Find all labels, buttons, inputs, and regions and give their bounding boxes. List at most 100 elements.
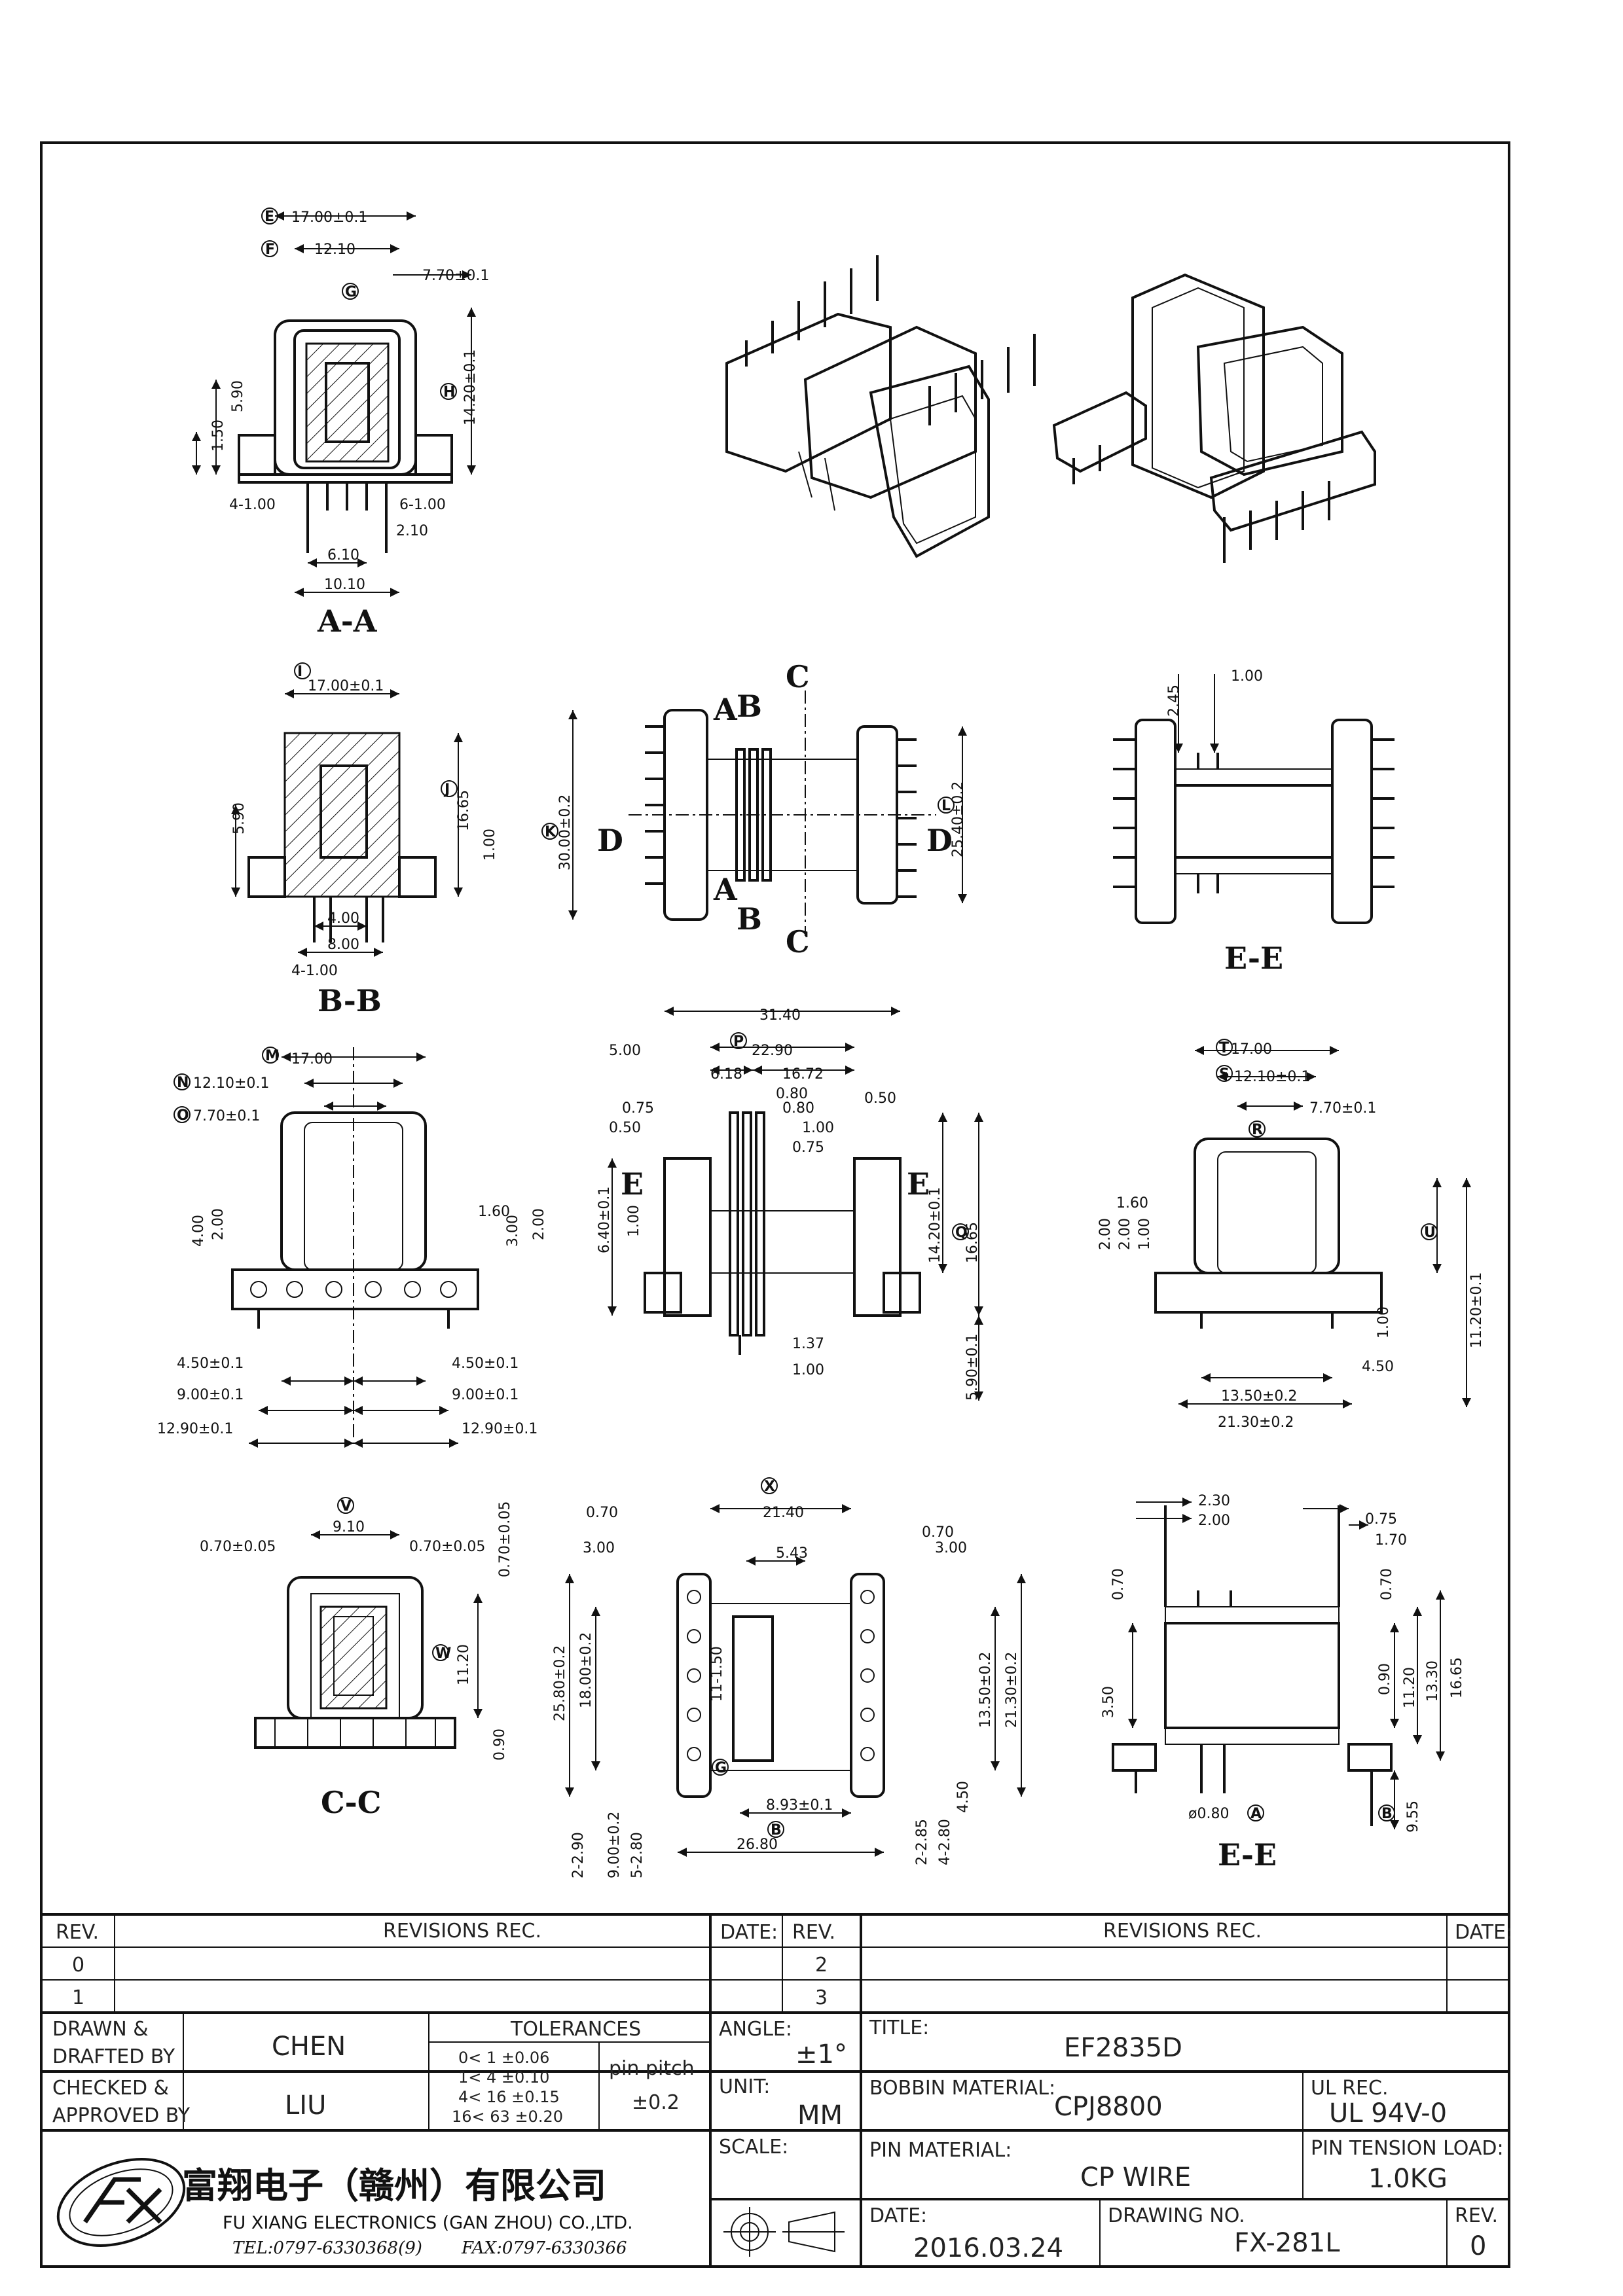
dim-front-10: 9.00±0.1 [177,1387,244,1403]
dim-right-7: 1.00 [1137,1218,1153,1250]
cut-a-top: A [713,692,738,727]
dim-front-8: 2.00 [531,1208,547,1240]
svg-text:H: H [443,384,455,401]
dim-aa-4: 14.20±0.1 [462,350,479,425]
revisions-header-right: REVISIONS REC. [1103,1920,1262,1943]
dim-bottom-11: 21.30±0.2 [1004,1652,1020,1728]
dim-ee2-8: 0.90 [1377,1663,1393,1695]
dim-ee2-7: 3.50 [1101,1686,1117,1718]
rev-header-left: REV. [56,1921,99,1944]
dim-bottom-19: 4-2.80 [937,1819,953,1865]
view-right: T S R U 17.00 12.10±0.1 7.70±0.1 1.60 2.… [1097,1039,1485,1431]
dim-cc-3: 0.70±0.05 [409,1539,485,1555]
dim-bottom-13: 8.93±0.1 [766,1797,833,1814]
dim-aa-1: 17.00±0.1 [291,209,367,226]
dim-right-12: 11.20±0.1 [1468,1272,1485,1348]
svg-text:W: W [435,1645,451,1662]
title-value: EF2835D [1064,2033,1182,2063]
cut-d-left: D [597,823,623,858]
dim-side-3: 22.90 [752,1043,793,1059]
rev-label: REV. [1455,2204,1498,2227]
dim-side-16: 16.65 [964,1222,981,1263]
dim-side-5: 16.72 [782,1066,824,1083]
svg-text:A: A [1250,1806,1262,1822]
company-name-cn: 富翔电子（赣州）有限公司 [182,2165,606,2206]
svg-text:M: M [265,1048,280,1064]
dim-front-4: 1.60 [478,1204,510,1220]
bobbin-label: BOBBIN MATERIAL: [869,2077,1055,2100]
label-cc: C-C [321,1785,381,1820]
drawing-no-value: FX-281L [1234,2228,1340,2258]
dim-right-2: 12.10±0.1 [1234,1069,1310,1085]
pin-pitch-label: pin pitch [609,2057,695,2080]
svg-text:S: S [1219,1066,1230,1083]
dim-ee1-2: 1.00 [1231,668,1263,685]
view-bb: I J 17.00±0.1 16.65 1.00 5.90 4.00 8.00 … [231,662,498,1018]
svg-text:E: E [907,1166,930,1202]
unit-label: UNIT: [719,2075,770,2098]
dim-side-19: 5.90±0.1 [964,1334,981,1401]
svg-text:E: E [621,1166,644,1202]
svg-text:Q: Q [955,1225,968,1241]
dim-bb-2: 16.65 [456,790,472,831]
dim-bottom-15: 2-2.90 [570,1832,587,1878]
dim-bottom-9: 11-1.50 [709,1646,725,1702]
view-side: P Q 31.40 5.00 22.90 6.18 16.72 0.80 0.8… [596,1007,983,1401]
rev-row-1: 1 [72,1986,84,2009]
dim-right-11: 21.30±0.2 [1218,1414,1294,1431]
pin-tension-label: PIN TENSION LOAD: [1311,2137,1504,2160]
view-front: M N O 17.00 12.10±0.1 7.70±0.1 1.60 4.00… [157,1047,547,1448]
company-logo-icon [56,2158,186,2247]
dim-bottom-3: 3.00 [583,1540,615,1556]
dim-side-6: 0.80 [776,1086,808,1102]
drawn-label: DRAWN & [52,2018,149,2041]
view-bottom: X G B 21.40 0.70 3.00 5.43 0.70 3.00 25.… [552,1477,1026,1878]
dim-side-10: 1.00 [802,1120,834,1136]
dim-side-9: 0.50 [609,1120,641,1136]
drawing-no-label: DRAWING NO. [1108,2204,1245,2227]
view-top: K L 30.00±0.2 25.40±0.2 A A B B C C D D [541,659,967,960]
dim-side-13: 6.40±0.1 [596,1187,613,1253]
label-bb: B-B [318,983,382,1018]
dim-front-2: 12.10±0.1 [193,1075,269,1092]
dim-front-3: 7.70±0.1 [193,1108,260,1124]
pin-material-value: CP WIRE [1080,2162,1191,2193]
dim-bb-1: 17.00±0.1 [308,678,384,694]
approved-value: LIU [285,2090,326,2121]
dim-bb-5: 4.00 [327,910,359,927]
dim-cc-2: 0.70±0.05 [200,1539,276,1555]
dim-side-12: 0.50 [864,1090,896,1107]
company-fax: FAX:0797-6330366 [461,2238,627,2258]
iso-view-2 [1052,273,1376,563]
dim-aa-2: 12.10 [314,242,356,258]
dim-bb-7: 4-1.00 [291,963,338,979]
svg-text:E: E [264,209,274,225]
dim-bottom-7: 25.80±0.2 [552,1645,568,1721]
cut-b-top: B [737,689,762,724]
dim-ee2-4: 1.70 [1375,1532,1407,1549]
dim-ee1-1: 2.45 [1166,685,1182,717]
svg-text:N: N [177,1075,189,1091]
cut-d-right: D [926,823,953,858]
tol-row-4: 16< 63 ±0.20 [452,2108,563,2126]
dim-bb-3: 1.00 [482,829,498,861]
dim-side-1: 31.40 [759,1007,801,1024]
dim-side-7: 0.80 [782,1100,814,1117]
svg-text:K: K [545,824,556,840]
view-cc: V W 9.10 0.70±0.05 0.70±0.05 0.70±0.05 1… [200,1497,513,1820]
dim-front-11: 12.90±0.1 [157,1421,233,1437]
dim-top-2: 25.40±0.2 [950,781,966,857]
date-header-right: DATE: [1455,1921,1512,1944]
dim-front-1: 17.00 [291,1051,333,1067]
bobbin-value: CPJ8800 [1054,2092,1163,2122]
angle-label: ANGLE: [719,2018,792,2041]
dim-side-8: 0.75 [622,1100,654,1117]
svg-text:J: J [443,781,450,798]
svg-text:I: I [297,664,302,680]
dim-right-4: 1.60 [1116,1195,1148,1211]
cut-b-bottom: B [737,901,762,937]
dim-ee2-13: 9.55 [1405,1801,1421,1833]
dim-front-12: 4.50±0.1 [452,1355,519,1372]
dim-bb-4: 5.90 [231,802,247,834]
cut-c-bottom: C [786,924,810,960]
